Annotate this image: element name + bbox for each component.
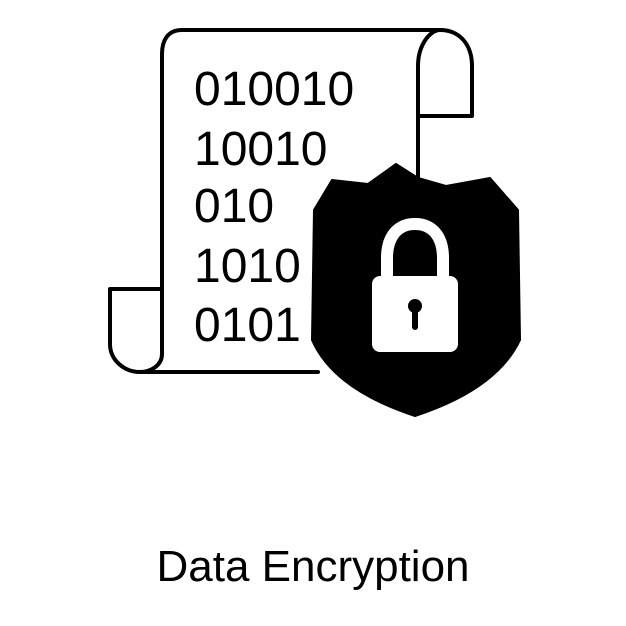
padlock-shackle bbox=[381, 217, 449, 282]
data-encryption-icon: 010010 10010 010 1010 0101 bbox=[108, 28, 521, 417]
binary-line: 1010 bbox=[194, 240, 301, 293]
binary-line: 010010 bbox=[194, 63, 355, 116]
scroll-document-icon bbox=[108, 28, 521, 417]
binary-line: 0101 bbox=[194, 299, 301, 352]
binary-line: 10010 bbox=[194, 123, 328, 176]
caption-title: Data Encryption bbox=[156, 542, 470, 591]
binary-line: 010 bbox=[194, 180, 275, 233]
